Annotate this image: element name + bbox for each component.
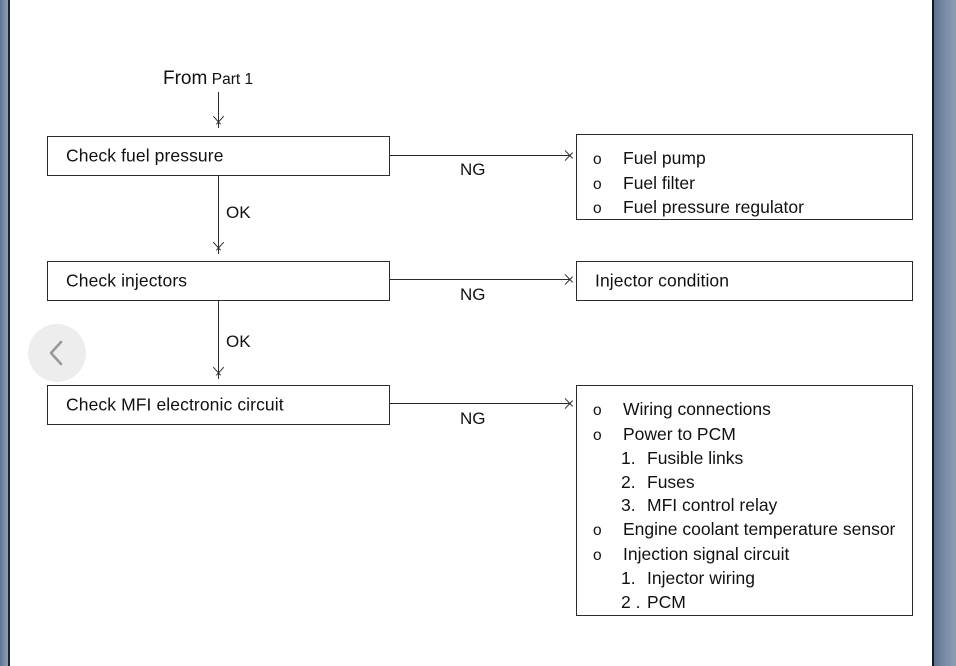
step-check-fuel-pressure[interactable]: Check fuel pressure [47, 136, 390, 176]
list-item: o Engine coolant temperature sensor [593, 518, 902, 543]
entry-arrowhead [211, 124, 226, 135]
ng-arrowhead-1 [562, 148, 573, 163]
list-item-text: Fuel pump [623, 148, 706, 168]
list-item: o Fuel filter [593, 172, 902, 197]
list-item-text: MFI control relay [647, 495, 778, 516]
list-item: o Fuel pressure regulator [593, 196, 902, 221]
list-item-text: Injection signal circuit [623, 543, 790, 564]
list-item-marker: 1. [621, 448, 636, 469]
list-item: o Wiring connections [593, 398, 902, 423]
ng-connector-1 [390, 155, 570, 156]
list-item-text: Fuses [647, 471, 695, 492]
list-item-marker: o [593, 546, 602, 564]
list-item-text: Power to PCM [623, 423, 736, 444]
entry-connector-line [218, 92, 219, 128]
outcome-injector-causes: Injector condition [576, 261, 913, 301]
step-label: Check MFI electronic circuit [66, 394, 284, 415]
ng-arrowhead-3 [562, 396, 573, 411]
list-item-marker: o [593, 200, 602, 218]
list-item-text: Wiring connections [623, 399, 771, 419]
list-item-text: Injector wiring [647, 568, 755, 589]
entry-caption-prefix: From [163, 68, 208, 89]
list-item-text: Fuel filter [623, 172, 695, 193]
previous-page-button[interactable] [28, 324, 86, 382]
list-item-marker: o [593, 151, 602, 168]
list-item-text: Fuel pressure regulator [623, 197, 804, 218]
list-item: o Fuel pump [593, 147, 902, 172]
edge-label-ng-3: NG [460, 409, 486, 428]
list-item: 3. MFI control relay [593, 494, 902, 518]
outcome-mfi-circuit-causes: o Wiring connections o Power to PCM 1. F… [576, 385, 913, 616]
edge-label-ok-1: OK [226, 203, 251, 222]
list-item-marker: o [593, 402, 602, 419]
list-item-marker: o [593, 175, 602, 193]
outcome-text: Injector condition [595, 270, 730, 291]
list-item-marker: o [593, 426, 602, 444]
ng-connector-3 [390, 403, 570, 404]
list-item-marker: o [593, 521, 602, 539]
entry-caption: From Part 1 [163, 68, 253, 90]
step-check-mfi-electronic-circuit[interactable]: Check MFI electronic circuit [47, 385, 390, 425]
list-item: 1. Injector wiring [593, 567, 902, 591]
ok-connector-2 [218, 301, 219, 379]
list-item: 2. Fuses [593, 471, 902, 495]
list-item-marker: 2. [621, 471, 636, 492]
list-item-text: PCM [647, 591, 686, 612]
list-item-marker: 3. [621, 495, 636, 516]
outcome-fuel-pressure-causes: o Fuel pump o Fuel filter o Fuel pressur… [576, 134, 913, 220]
ok-connector-1 [218, 176, 219, 254]
viewer-right-gutter [932, 0, 956, 666]
ng-connector-2 [390, 279, 570, 280]
entry-caption-reference: Part 1 [211, 71, 254, 88]
list-item-text: Engine coolant temperature sensor [623, 518, 896, 539]
step-check-injectors[interactable]: Check injectors [47, 261, 390, 301]
list-item-marker: 1. [621, 568, 636, 589]
list-item: o Power to PCM [593, 423, 902, 448]
edge-label-ng-1: NG [460, 160, 486, 179]
list-item: 2 . PCM [593, 591, 902, 615]
viewer-left-gutter [0, 0, 10, 666]
step-label: Check fuel pressure [66, 145, 224, 166]
ng-arrowhead-2 [562, 272, 573, 287]
edge-label-ng-2: NG [460, 285, 486, 304]
step-label: Check injectors [66, 270, 188, 291]
ok-arrowhead-1 [211, 250, 226, 261]
list-item-marker: 2 . [621, 591, 641, 612]
chevron-left-icon [46, 338, 68, 368]
edge-label-ok-2: OK [226, 332, 251, 351]
list-item: 1. Fusible links [593, 447, 902, 471]
list-item: o Injection signal circuit [593, 543, 902, 568]
document-page: From Part 1 Check fuel pressure NG o Fue… [11, 0, 932, 666]
list-item-text: Fusible links [647, 448, 744, 469]
